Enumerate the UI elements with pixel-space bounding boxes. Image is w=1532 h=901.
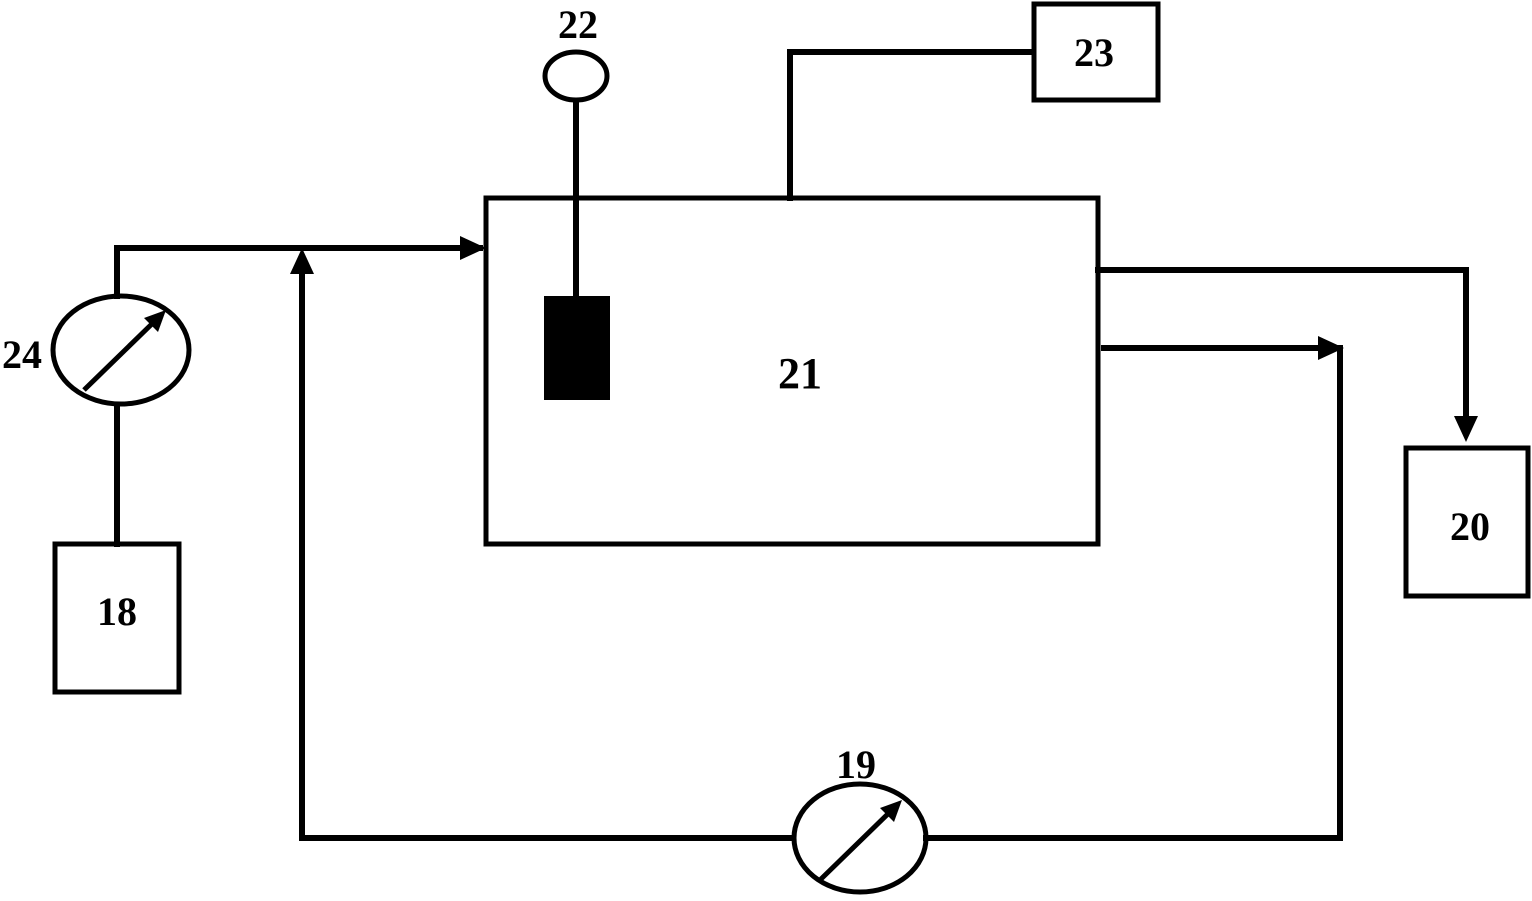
gauge-19-needle-head	[880, 800, 902, 822]
gauge-24-needle	[82, 316, 160, 392]
pipe-21-to-20	[1095, 267, 1469, 421]
box-23	[1031, 1, 1161, 103]
pressure-gauge-icon	[50, 293, 192, 407]
label-22: 22	[558, 2, 598, 47]
gauge-24	[50, 293, 192, 407]
gauge-19-needle	[818, 806, 896, 882]
gauge-24-needle-head	[144, 310, 166, 332]
label-24: 24	[2, 332, 42, 377]
label-20: 20	[1450, 504, 1490, 549]
label-23: 23	[1074, 30, 1114, 75]
inlet-arrow	[460, 236, 486, 260]
sensor-element-icon	[544, 296, 610, 400]
box-20	[1403, 445, 1531, 599]
label-21: 21	[778, 349, 822, 398]
box-18	[52, 541, 182, 695]
outlet-arrow	[1318, 336, 1344, 360]
pipe-21-to-23	[787, 49, 1037, 201]
pipe-24-to-21	[114, 245, 483, 299]
pipe-recirculation-return	[299, 261, 797, 841]
pressure-gauge-icon	[791, 781, 929, 895]
pipe-19-to-21	[923, 345, 1343, 841]
outflow-arrow	[1454, 416, 1478, 442]
recirculation-arrow	[290, 248, 314, 274]
label-19: 19	[836, 742, 876, 787]
sensor-22	[542, 49, 610, 103]
label-18: 18	[97, 589, 137, 634]
